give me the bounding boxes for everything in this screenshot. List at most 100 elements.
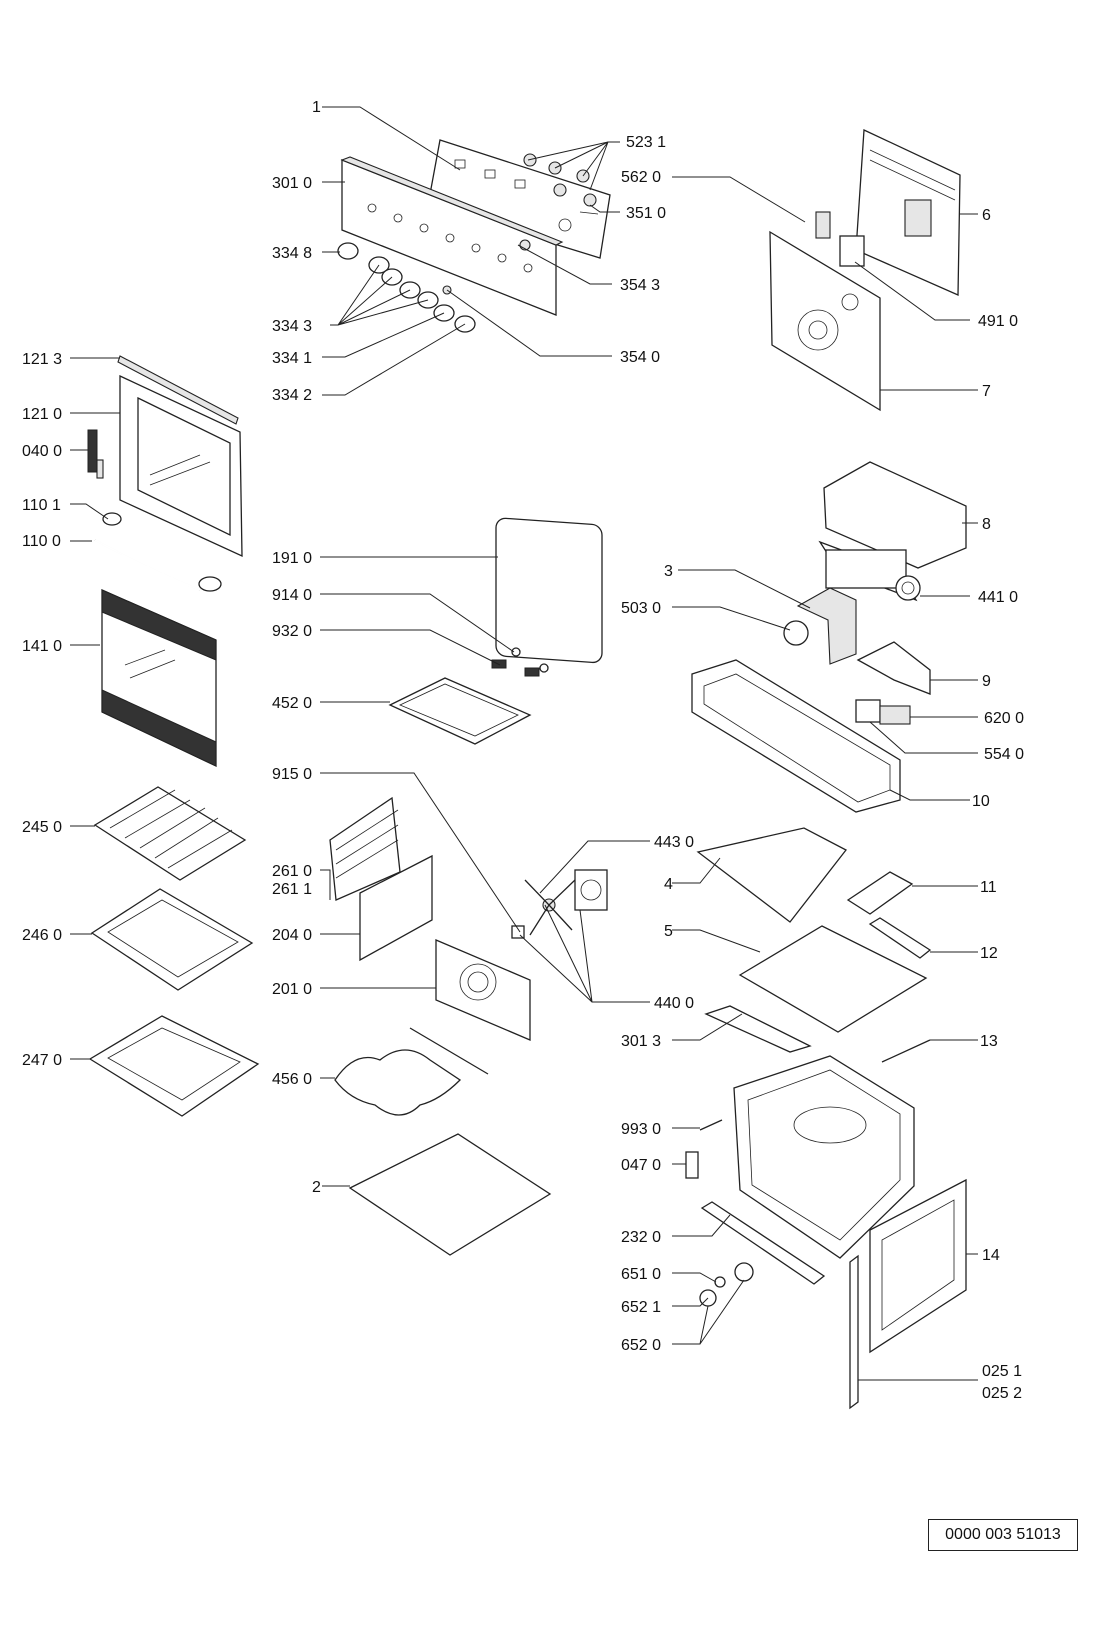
callout-121-0: 121 0 bbox=[22, 406, 62, 423]
callout-301-3: 301 3 bbox=[621, 1033, 661, 1050]
callout-5: 5 bbox=[664, 923, 673, 940]
fan-motor bbox=[574, 869, 608, 911]
ring-heating-element bbox=[334, 1027, 489, 1116]
callout-651-0: 651 0 bbox=[621, 1266, 661, 1283]
oven-floor bbox=[348, 1133, 552, 1256]
callout-440-0: 440 0 bbox=[654, 995, 694, 1012]
switch-block bbox=[855, 699, 911, 725]
callout-562-0: 562 0 bbox=[621, 169, 661, 186]
document-number-text: 0000 003 51013 bbox=[945, 1526, 1061, 1543]
door-seal-strip bbox=[117, 355, 239, 425]
callout-334-3: 334 3 bbox=[272, 318, 312, 335]
oven-top-plate bbox=[704, 925, 928, 1053]
callout-456-0: 456 0 bbox=[272, 1071, 312, 1088]
callout-334-2: 334 2 bbox=[272, 387, 312, 404]
rear-panel bbox=[855, 129, 961, 296]
control-panel-frame bbox=[427, 139, 611, 259]
callout-301-0: 301 0 bbox=[272, 175, 312, 192]
rod-13 bbox=[881, 1039, 931, 1063]
callout-503-0: 503 0 bbox=[621, 600, 661, 617]
callout-620-0: 620 0 bbox=[984, 710, 1024, 727]
knobs bbox=[337, 239, 531, 333]
top-cover bbox=[823, 461, 967, 569]
oven-cavity bbox=[733, 1055, 915, 1259]
small-motor bbox=[783, 620, 809, 646]
callout-932-0: 932 0 bbox=[272, 623, 312, 640]
callout-652-0: 652 0 bbox=[621, 1337, 661, 1354]
callout-4: 4 bbox=[664, 876, 673, 893]
top-insulation-panel bbox=[696, 827, 847, 923]
deep-tray bbox=[88, 1015, 260, 1117]
outer-door-glass bbox=[101, 589, 217, 768]
callout-334-1: 334 1 bbox=[272, 350, 312, 367]
wire-shelf bbox=[93, 786, 247, 881]
callout-246-0: 246 0 bbox=[22, 927, 62, 944]
leader-lines bbox=[70, 106, 978, 1381]
callout-141-0: 141 0 bbox=[22, 638, 62, 655]
callout-13: 13 bbox=[980, 1033, 998, 1050]
rear-motor-plate bbox=[769, 211, 881, 412]
document-number: 0000 003 51013 bbox=[928, 1519, 1078, 1551]
control-panel-fascia bbox=[340, 156, 564, 316]
oven-gasket bbox=[495, 517, 603, 664]
callout-9: 9 bbox=[982, 673, 991, 690]
callout-993-0: 993 0 bbox=[621, 1121, 661, 1138]
callout-351-0: 351 0 bbox=[626, 205, 666, 222]
callout-121-3: 121 3 bbox=[22, 351, 62, 368]
callout-652-1: 652 1 bbox=[621, 1299, 661, 1316]
heat-shield bbox=[856, 641, 931, 695]
grill-element bbox=[388, 647, 549, 745]
baking-tray bbox=[90, 888, 254, 991]
nut bbox=[511, 925, 525, 939]
callout-523-1: 523 1 bbox=[626, 134, 666, 151]
callout-11: 11 bbox=[980, 879, 997, 896]
callout-914-0: 914 0 bbox=[272, 587, 312, 604]
callout-3: 3 bbox=[664, 563, 673, 580]
rear-liner-fan-cover bbox=[435, 939, 531, 1041]
callout-025-1: 025 1 bbox=[982, 1363, 1022, 1380]
door-hinge bbox=[87, 429, 104, 479]
side-strip bbox=[849, 1254, 859, 1410]
bracket-12 bbox=[868, 917, 932, 959]
callout-8: 8 bbox=[982, 516, 991, 533]
side-rack bbox=[329, 796, 401, 901]
callout-7: 7 bbox=[982, 383, 991, 400]
front-frame-bar bbox=[691, 659, 901, 813]
bracket-11 bbox=[846, 871, 914, 915]
callout-10: 10 bbox=[972, 793, 990, 810]
callout-261-1: 261 1 bbox=[272, 881, 312, 898]
callout-491-0: 491 0 bbox=[978, 313, 1018, 330]
callout-047-0: 047 0 bbox=[621, 1157, 661, 1174]
callout-261-0: 261 0 bbox=[272, 863, 312, 880]
callout-110-0: 110 0 bbox=[22, 533, 61, 550]
callout-204-0: 204 0 bbox=[272, 927, 312, 944]
side-panel bbox=[869, 1178, 967, 1354]
fan-blade bbox=[524, 879, 576, 936]
callout-354-3: 354 3 bbox=[620, 277, 660, 294]
callout-245-0: 245 0 bbox=[22, 819, 62, 836]
callout-6: 6 bbox=[982, 207, 991, 224]
callout-040-0: 040 0 bbox=[22, 443, 62, 460]
callout-452-0: 452 0 bbox=[272, 695, 312, 712]
oven-door bbox=[119, 374, 243, 558]
callout-025-2: 025 2 bbox=[982, 1385, 1022, 1402]
callout-334-8: 334 8 bbox=[272, 245, 312, 262]
cooling-fan bbox=[818, 540, 921, 602]
callout-443-0: 443 0 bbox=[654, 834, 694, 851]
callout-441-0: 441 0 bbox=[978, 589, 1018, 606]
door-handle bbox=[94, 512, 222, 592]
callout-110-1: 110 1 bbox=[22, 497, 61, 514]
callout-354-0: 354 0 bbox=[620, 349, 660, 366]
side-liner bbox=[359, 854, 433, 962]
clip bbox=[685, 1151, 699, 1179]
callout-232-0: 232 0 bbox=[621, 1229, 661, 1246]
callout-labels: 1 523 1 301 0 562 0 351 0 6 334 8 354 3 … bbox=[22, 99, 1024, 1402]
callout-915-0: 915 0 bbox=[272, 766, 312, 783]
motor-bracket bbox=[796, 587, 857, 665]
bottom-rail bbox=[700, 1201, 826, 1285]
callout-191-0: 191 0 bbox=[272, 550, 312, 567]
lamp-parts bbox=[699, 1262, 754, 1307]
callout-12: 12 bbox=[980, 945, 998, 962]
callout-14: 14 bbox=[982, 1247, 1000, 1264]
